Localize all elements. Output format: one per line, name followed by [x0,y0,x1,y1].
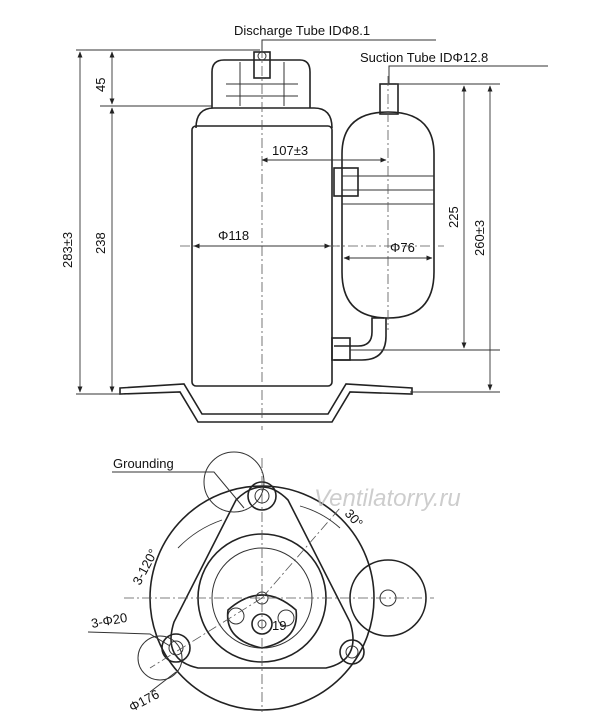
upper-shell [195,107,333,129]
mounting-foot [119,383,413,423]
dim-283: 283±3 [60,232,75,268]
mount-hole-left [161,633,191,663]
dim-phi118: Φ118 [218,228,249,243]
suction-pipe [334,317,384,347]
dim-45: 45 [93,78,108,92]
foot-outline [170,486,354,669]
dim-260: 260±3 [472,220,487,256]
suction-tube-label: Suction Tube IDΦ12.8 [360,50,488,65]
suction-tube [379,83,399,115]
dim-phi176: Φ176 [126,686,161,714]
angle-3x120: 3-120° [129,546,160,587]
discharge-tube-label: Discharge Tube IDΦ8.1 [234,23,370,38]
grounding-label: Grounding [113,456,174,471]
dim-238: 238 [93,232,108,254]
dim-107: 107±3 [272,143,308,158]
accumulator [341,111,435,319]
watermark: Ventilatorry.ru [314,485,461,512]
dim-225: 225 [446,206,461,228]
dim-19: 19 [272,618,286,633]
side-view: Discharge Tube IDΦ8.1 Suction Tube IDΦ12… [60,23,548,430]
holes-3phi20: 3-Φ20 [90,610,128,631]
mount-hole-right [339,639,365,665]
dim-phi76: Φ76 [390,240,415,255]
